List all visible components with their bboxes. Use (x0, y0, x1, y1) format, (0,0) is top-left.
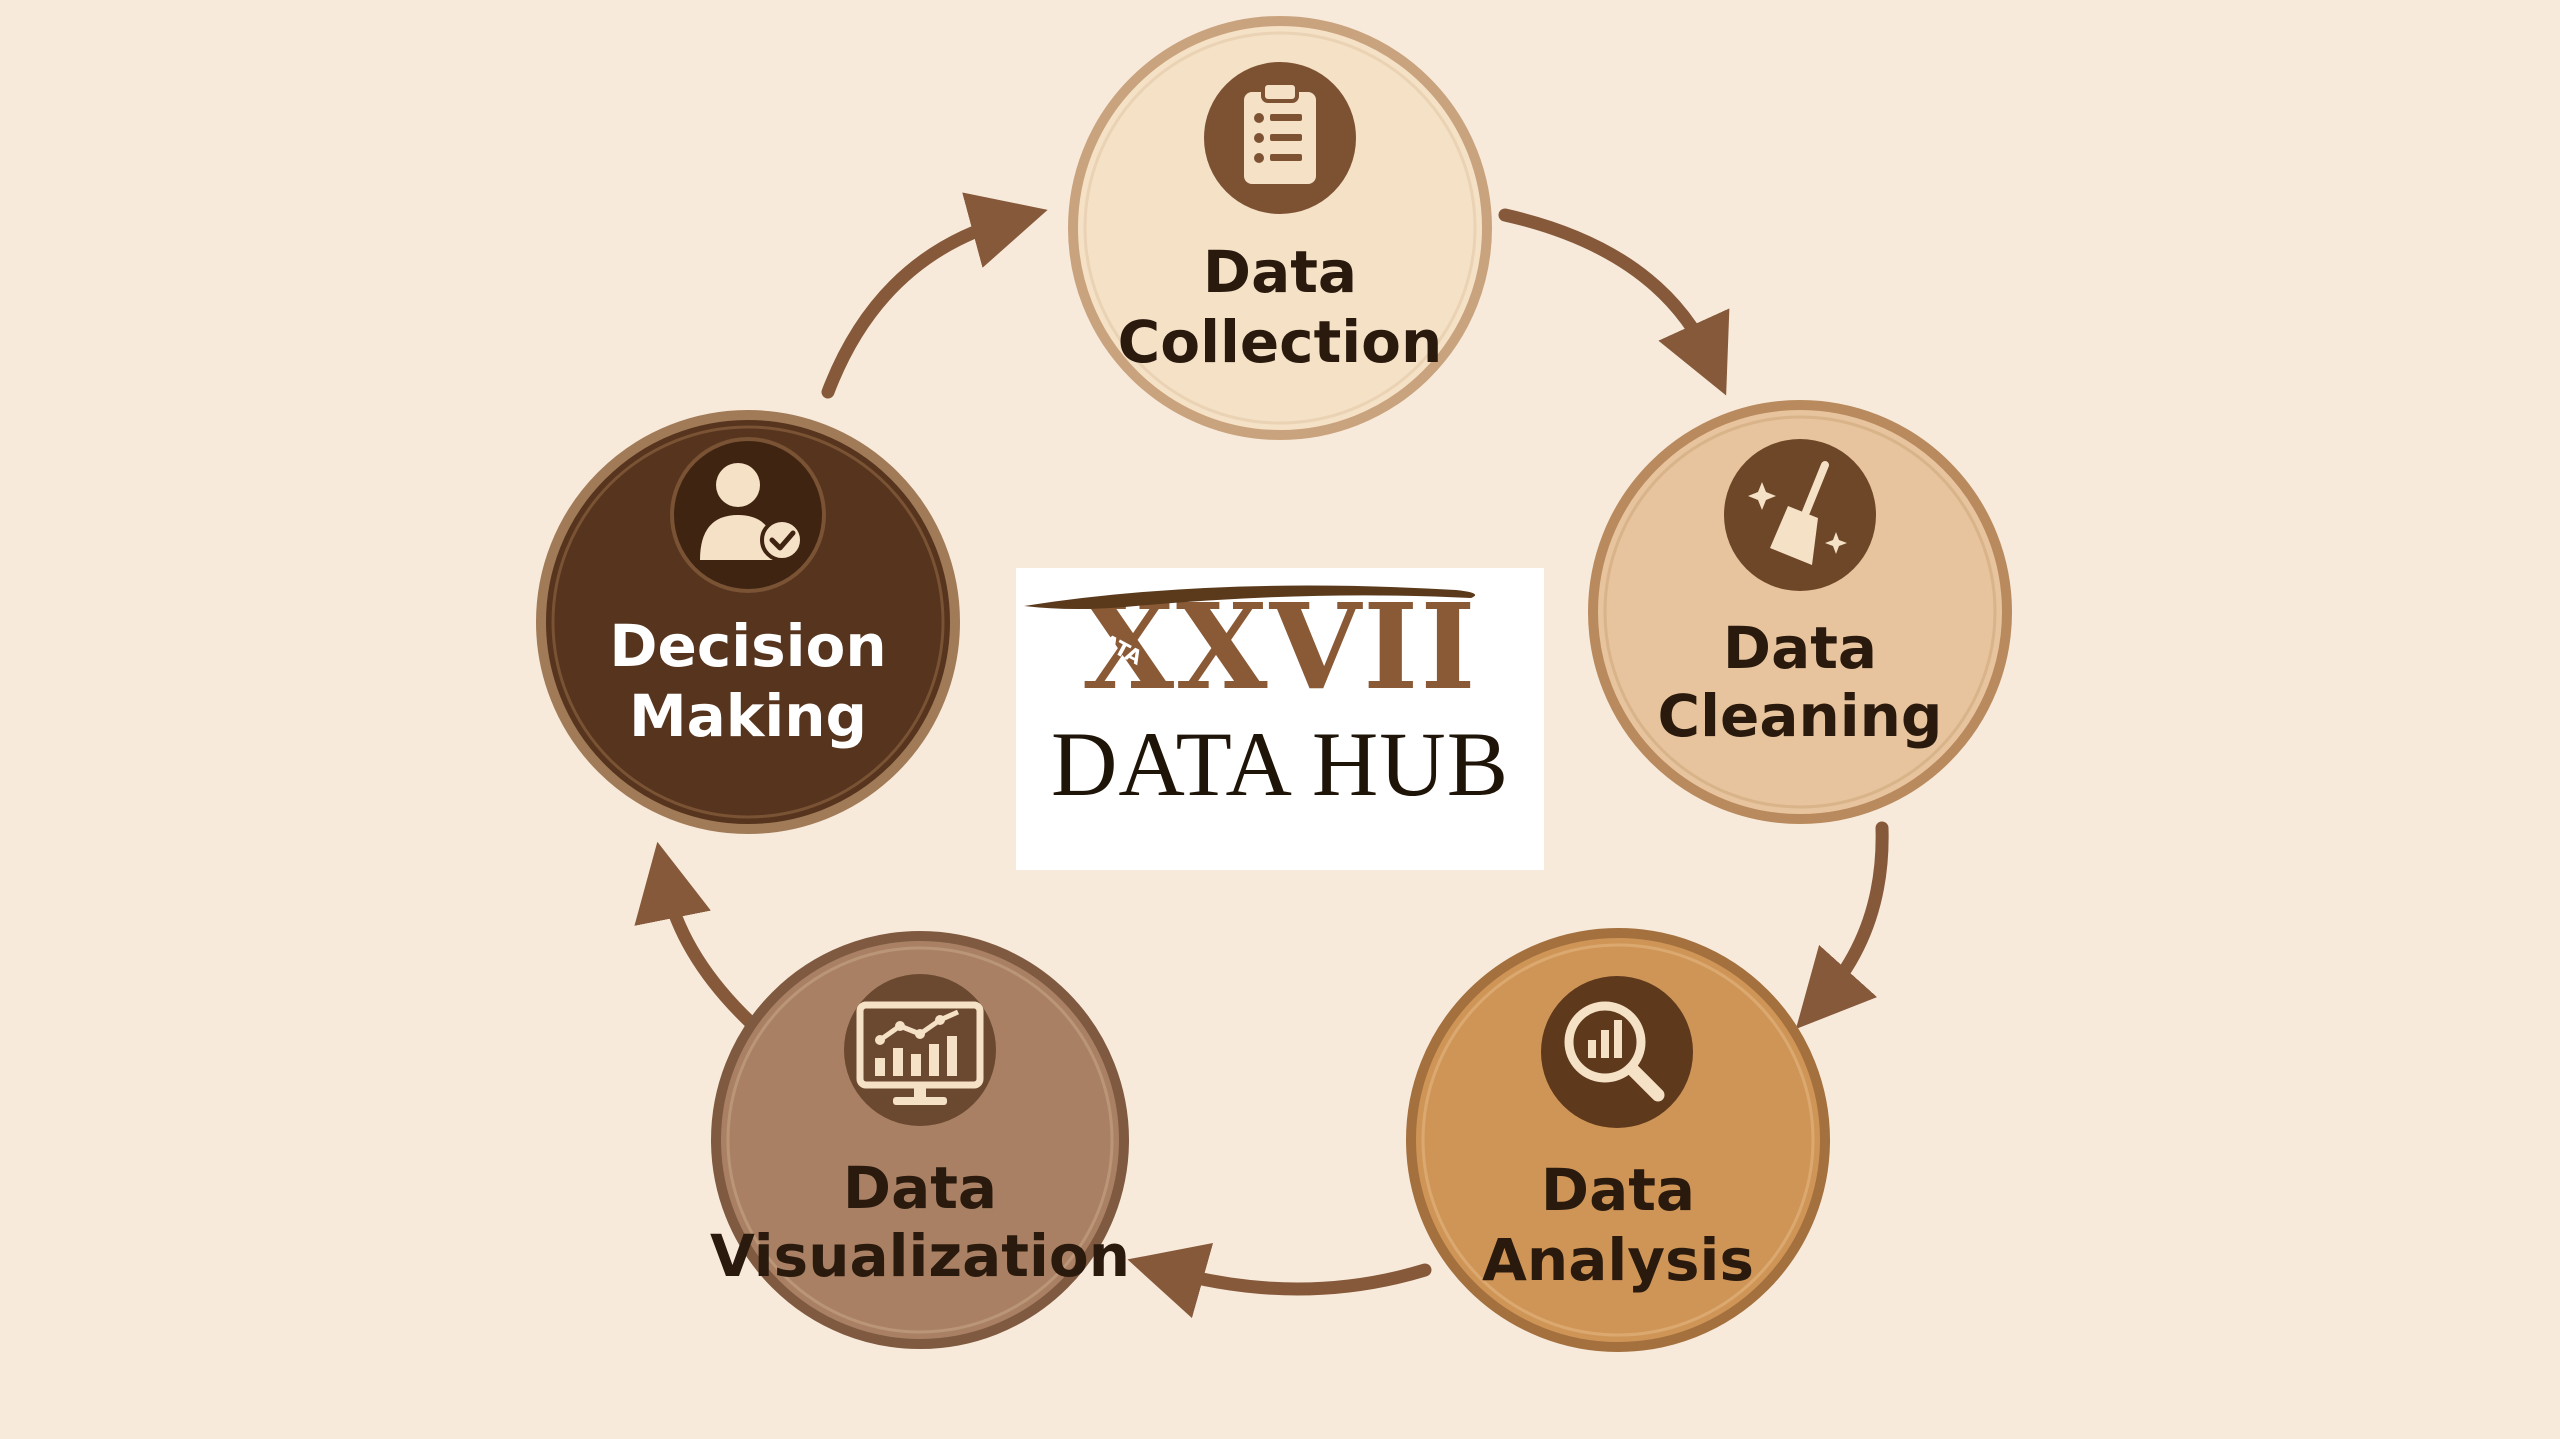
arrow-decision-to-collection (821, 192, 1048, 399)
logo-overlay-text: DATA (1084, 621, 1147, 670)
arrow-analysis-to-visualization (1127, 1243, 1432, 1319)
user-check-icon (670, 437, 826, 593)
node-label-line1: Data (1541, 1156, 1695, 1224)
arrow-cleaning-to-analysis (1795, 821, 1889, 1029)
node-label-line1: Data (1203, 238, 1357, 306)
node-label-line2: Visualization (710, 1222, 1130, 1290)
arrow-visualization-to-decision (634, 841, 757, 1029)
logo-decoration: DATA (1084, 621, 1147, 670)
logo-title: DATA HUB (1050, 713, 1510, 815)
node-label-line2: Collection (1118, 308, 1443, 376)
node-data-collection: Data Collection (1068, 16, 1492, 440)
node-data-visualization: Data Visualization (710, 931, 1130, 1349)
node-label-line2: Cleaning (1658, 682, 1943, 750)
node-label-line1: Decision (609, 612, 886, 680)
arrow-collection-to-cleaning (1498, 208, 1730, 396)
node-data-analysis: Data Analysis (1406, 928, 1830, 1352)
node-label-line2: Analysis (1482, 1226, 1754, 1294)
clipboard-icon (1204, 62, 1356, 214)
node-decision-making: Decision Making (536, 410, 960, 834)
logo-swoosh (1024, 585, 1476, 609)
node-label-line2: Making (629, 682, 867, 750)
monitor-chart-icon (844, 974, 996, 1126)
broom-icon (1724, 439, 1876, 591)
magnifier-chart-icon (1541, 976, 1693, 1128)
node-data-cleaning: Data Cleaning (1588, 400, 2012, 824)
data-hub-logo: XXVII DATA DATA HUB (1016, 568, 1544, 870)
logo-numeral: XXVII (1082, 577, 1478, 716)
node-label-line1: Data (1723, 614, 1877, 682)
node-label-line1: Data (843, 1154, 997, 1222)
